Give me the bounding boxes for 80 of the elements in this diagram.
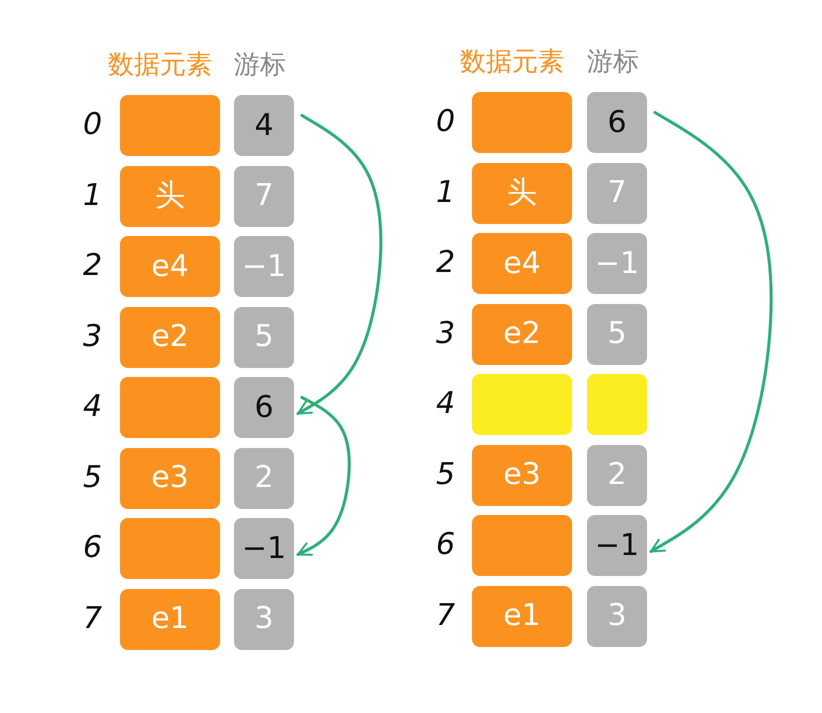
cell-text: 头 — [507, 178, 537, 208]
data-cell — [120, 448, 220, 508]
empty-cell — [472, 374, 572, 435]
cursor-cell — [587, 586, 647, 646]
data-cell — [472, 304, 572, 364]
cell-text: 3 — [254, 604, 274, 634]
row-index: 2 — [83, 251, 102, 281]
cell-text: −1 — [594, 248, 640, 278]
curved-arrow — [296, 114, 382, 415]
data-cell — [472, 162, 572, 224]
cursor-cell — [234, 95, 294, 156]
data-cell — [120, 306, 220, 368]
cursor-cell — [234, 377, 294, 438]
data-cell — [472, 586, 572, 646]
curved-arrow — [296, 396, 351, 556]
cursor-cell — [587, 92, 647, 153]
empty-cell — [120, 377, 220, 438]
cursor-cell — [587, 233, 647, 294]
cell-text: 头 — [155, 181, 185, 211]
cell-text: 4 — [254, 110, 274, 140]
data-cell — [120, 166, 220, 226]
row-index: 3 — [436, 318, 456, 348]
column-header: 游标 — [234, 52, 286, 78]
empty-cell — [472, 92, 572, 153]
row-index: 5 — [436, 460, 456, 490]
cursor-cell — [587, 444, 647, 506]
cell-text: 7 — [607, 178, 627, 208]
data-cell — [120, 588, 220, 650]
cell-text: 5 — [254, 322, 274, 352]
row-index: 5 — [83, 462, 102, 492]
row-index: 1 — [83, 180, 102, 210]
cursor-cell — [587, 304, 647, 364]
cursor-cell — [234, 306, 294, 368]
row-index: 1 — [436, 178, 456, 208]
empty-cell — [472, 515, 572, 576]
row-index: 2 — [436, 248, 456, 278]
cell-text: e1 — [151, 604, 189, 634]
row-index: 4 — [83, 392, 102, 422]
row-index: 0 — [83, 110, 102, 140]
empty-cell — [587, 374, 647, 435]
cell-text: e1 — [503, 601, 541, 631]
cursor-cell — [234, 166, 294, 226]
cell-text: 7 — [254, 181, 274, 211]
row-index: 6 — [436, 530, 456, 560]
curved-arrow — [650, 111, 773, 553]
cell-text: −1 — [242, 534, 286, 564]
row-index: 0 — [436, 107, 456, 137]
row-index: 3 — [83, 322, 102, 352]
cursor-cell — [234, 448, 294, 508]
column-header: 游标 — [587, 49, 639, 75]
cursor-cell — [587, 515, 647, 576]
cursor-cell — [587, 162, 647, 224]
empty-cell — [120, 518, 220, 579]
data-cell — [472, 444, 572, 506]
column-header: 数据元素 — [460, 49, 564, 75]
cell-text: −1 — [594, 530, 640, 560]
cell-text: e2 — [503, 319, 541, 349]
cell-text: e3 — [503, 460, 541, 490]
cell-text: 2 — [607, 460, 627, 490]
cell-text: 5 — [607, 319, 627, 349]
cell-text: 2 — [254, 463, 274, 493]
cell-text: 3 — [607, 601, 627, 631]
cell-text: 6 — [254, 392, 274, 422]
column-header: 数据元素 — [108, 52, 212, 78]
cell-text: e4 — [151, 252, 189, 282]
cell-text: e3 — [151, 463, 189, 493]
cell-text: e2 — [151, 322, 189, 352]
empty-cell — [120, 95, 220, 156]
row-index: 7 — [436, 600, 456, 630]
cursor-cell — [234, 236, 294, 297]
cursor-cell — [234, 588, 294, 650]
row-index: 4 — [436, 389, 456, 419]
data-cell — [120, 236, 220, 297]
cell-text: 6 — [607, 108, 627, 138]
row-index: 6 — [83, 533, 102, 563]
cursor-cell — [234, 518, 294, 579]
row-index: 7 — [83, 604, 102, 634]
cell-text: e4 — [503, 248, 541, 278]
cell-text: −1 — [242, 252, 286, 282]
data-cell — [472, 233, 572, 294]
